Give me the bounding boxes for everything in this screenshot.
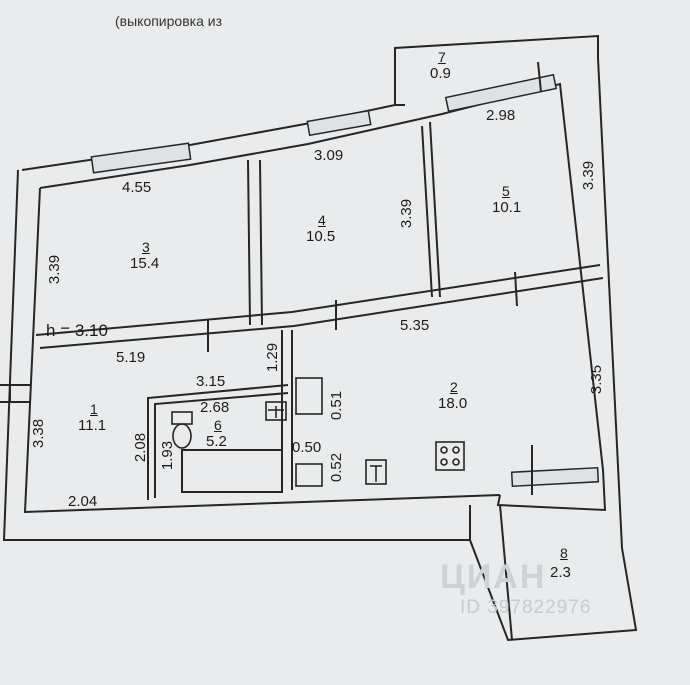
room-area-8: 2.3 xyxy=(550,564,571,581)
room-number-7: 7 xyxy=(438,49,446,65)
dim-bath-depth-outer: 2.08 xyxy=(132,432,150,463)
windows xyxy=(90,73,600,488)
room-number-8: 8 xyxy=(560,545,568,561)
dim-corridor-depth: 1.29 xyxy=(264,342,282,373)
watermark-brand: ЦИАН xyxy=(440,558,547,596)
room-number-3: 3 xyxy=(142,239,150,255)
dim-room4-depth: 3.39 xyxy=(398,198,416,229)
kitchen-stove-icon xyxy=(435,441,465,471)
room-number-6: 6 xyxy=(214,417,222,433)
room-number-5: 5 xyxy=(502,183,510,199)
room-area-5: 10.1 xyxy=(492,199,522,216)
room-number-4: 4 xyxy=(318,212,326,228)
dim-room1-depth: 3.38 xyxy=(30,418,48,449)
interior-walls xyxy=(35,104,604,641)
room-area-4: 10.5 xyxy=(306,228,336,245)
dim-niche-width: 0.50 xyxy=(292,439,322,456)
dim-room2-depth: 3.35 xyxy=(588,364,606,395)
shaft-block xyxy=(295,377,323,487)
room-area-6: 5.2 xyxy=(206,433,227,450)
plan-caption: (выкопировка из xyxy=(115,13,222,29)
dim-corridor-width: 3.15 xyxy=(196,373,226,390)
ceiling-height-label: h = 3.10 xyxy=(46,321,108,340)
dim-room5-depth: 3.39 xyxy=(580,160,598,191)
watermark-id: ID 397822976 xyxy=(460,597,592,618)
dim-room1-bottom: 2.04 xyxy=(68,493,98,510)
dim-room4-width: 3.09 xyxy=(314,147,344,164)
dim-room1-width: 5.19 xyxy=(116,349,146,366)
dim-room3-width: 4.55 xyxy=(122,179,152,196)
washbasin-icon xyxy=(265,401,287,421)
dim-bath-width: 2.68 xyxy=(200,399,230,416)
toilet-icon xyxy=(171,411,193,449)
room-area-1: 11.1 xyxy=(78,417,107,434)
door-marks xyxy=(0,61,542,495)
room-number-2: 2 xyxy=(450,379,458,395)
room-number-1: 1 xyxy=(90,401,98,417)
dim-niche-depth: 0.52 xyxy=(328,452,346,483)
sink-icon xyxy=(365,459,387,485)
dim-room2-width: 5.35 xyxy=(400,317,430,334)
dim-room5-width: 2.98 xyxy=(486,107,516,124)
dim-bath-depth: 1.93 xyxy=(159,440,177,471)
dim-shaft-depth: 0.51 xyxy=(328,390,346,421)
dim-room3-depth: 3.39 xyxy=(46,254,64,285)
room-area-2: 18.0 xyxy=(438,395,468,412)
room-area-7: 0.9 xyxy=(430,65,451,82)
room-area-3: 15.4 xyxy=(130,255,160,272)
